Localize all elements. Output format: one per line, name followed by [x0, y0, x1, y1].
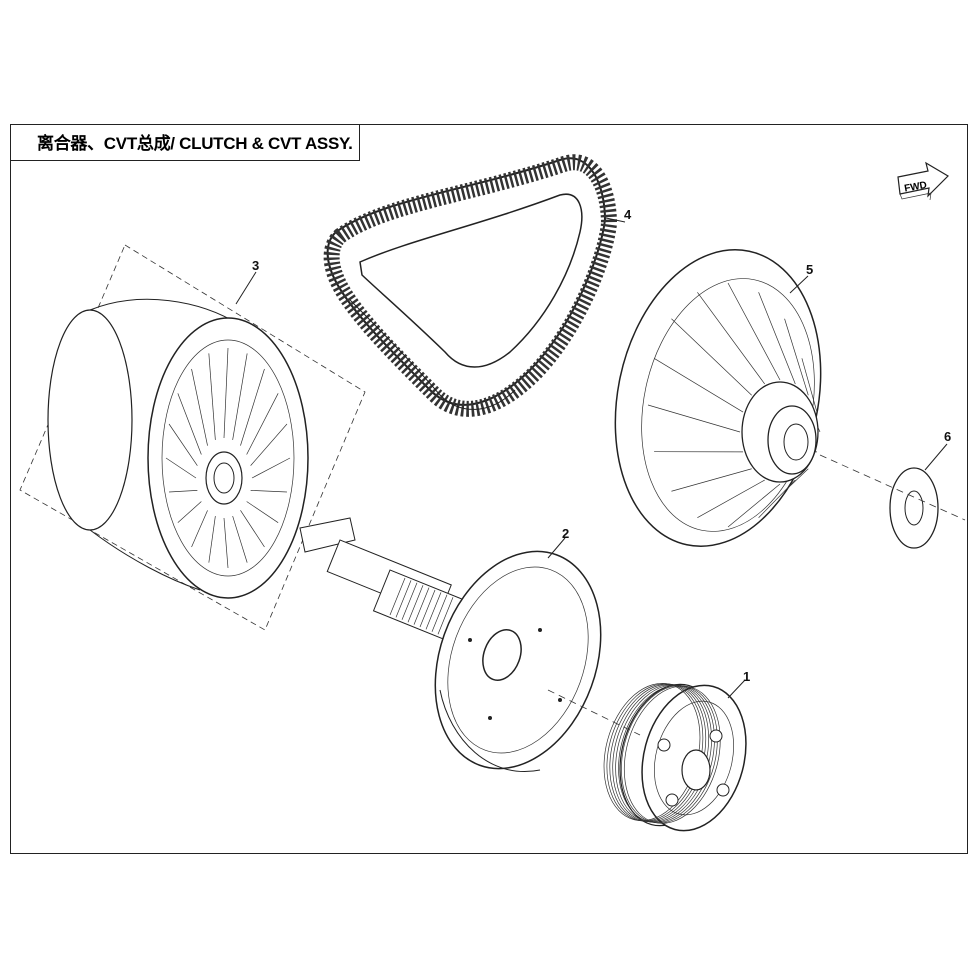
callout-1: 1 — [743, 669, 750, 684]
callout-2: 2 — [562, 526, 569, 541]
clutch-shoe-assembly — [603, 682, 747, 832]
primary-drive-pulley — [19, 244, 366, 631]
secondary-driven-pulley — [614, 249, 822, 547]
drive-belt — [323, 154, 618, 417]
diagram-title: 离合器、CVT总成/ CLUTCH & CVT ASSY. — [10, 124, 360, 161]
callout-4: 4 — [624, 207, 632, 222]
fwd-arrow-icon: FWD — [897, 161, 949, 201]
callout-6: 6 — [944, 429, 951, 444]
clutch-drum-and-shaft — [299, 517, 602, 772]
callout-3: 3 — [252, 258, 259, 273]
diagram-frame — [10, 124, 968, 854]
fwd-label: FWD — [903, 180, 927, 195]
callout-5: 5 — [806, 262, 813, 277]
washer — [889, 467, 939, 549]
